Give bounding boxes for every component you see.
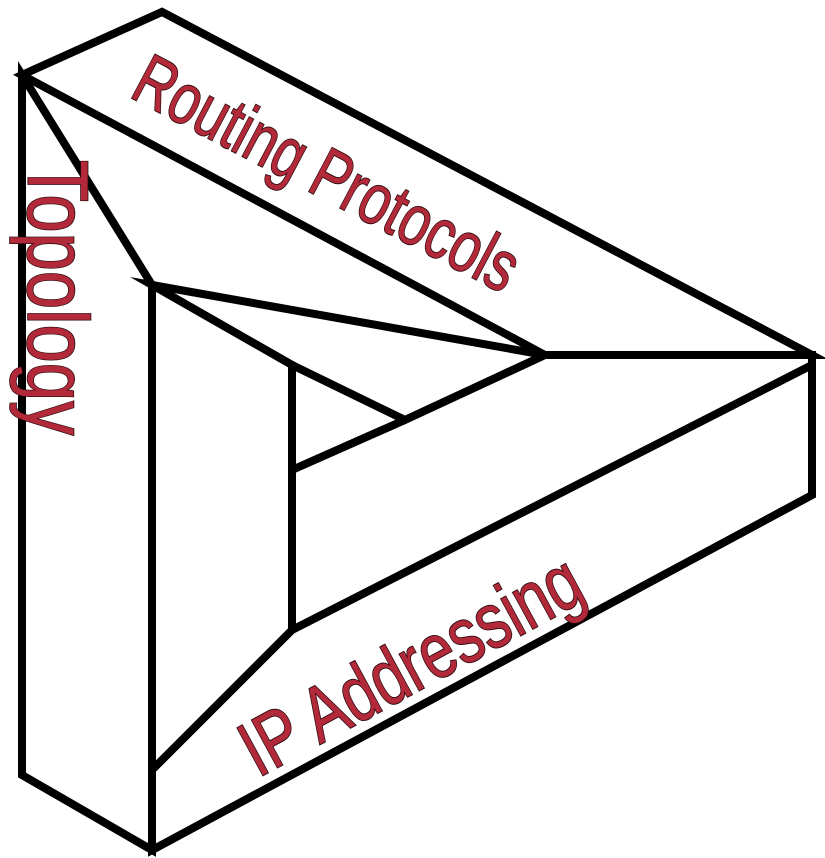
- triangle-frame: [12, 7, 825, 857]
- inner-bottom-bar: [288, 351, 816, 637]
- label-topology: Topology: [9, 160, 105, 435]
